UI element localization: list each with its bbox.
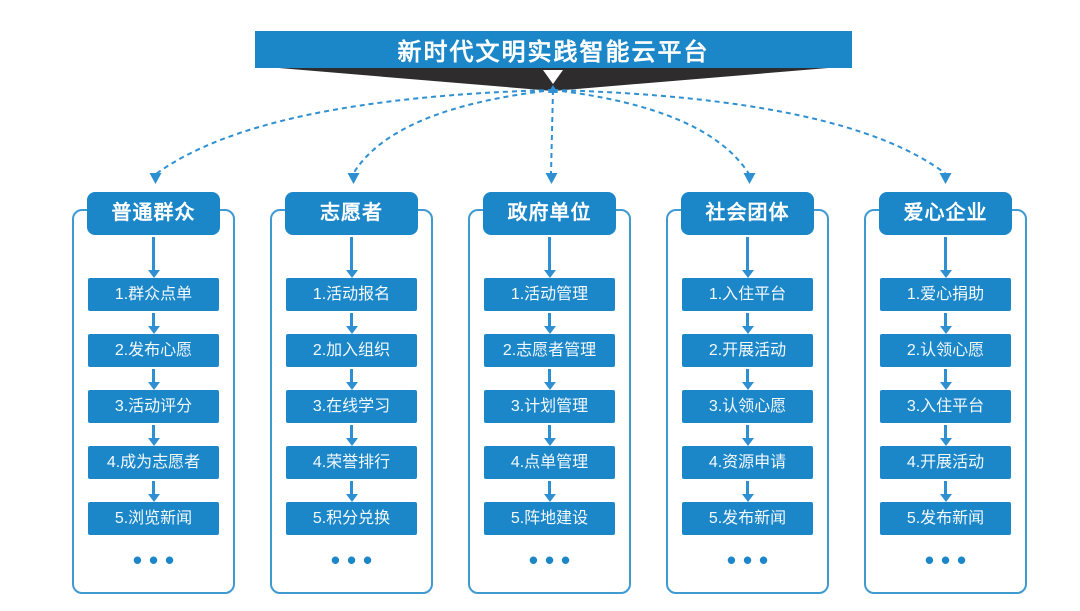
- role-column: 政府单位 1.活动管理 2.志愿者管理 3.计划管理 4.点单管理 5.阵地建设…: [468, 192, 631, 594]
- down-arrow-icon: [741, 311, 754, 334]
- down-arrow-icon: [345, 235, 358, 278]
- step-box-4: 4.资源申请: [682, 446, 813, 479]
- step-box-1: 1.爱心捐助: [880, 278, 1011, 311]
- step-box-2: 2.志愿者管理: [484, 334, 615, 367]
- down-arrow-icon: [543, 235, 556, 278]
- down-arrow-icon: [345, 311, 358, 334]
- more-steps-ellipsis: •••: [330, 545, 380, 575]
- platform-title-banner: 新时代文明实践智能云平台: [255, 31, 852, 68]
- down-arrow-icon: [543, 479, 556, 502]
- down-arrow-icon: [345, 479, 358, 502]
- more-steps-ellipsis: •••: [924, 545, 974, 575]
- step-box-3: 3.计划管理: [484, 390, 615, 423]
- down-arrow-icon: [543, 367, 556, 390]
- role-column: 普通群众 1.群众点单 2.发布心愿 3.活动评分 4.成为志愿者 5.浏览新闻…: [72, 192, 235, 594]
- role-header: 志愿者: [285, 192, 418, 235]
- role-column: 爱心企业 1.爱心捐助 2.认领心愿 3.入住平台 4.开展活动 5.发布新闻 …: [864, 192, 1027, 594]
- step-box-3: 3.活动评分: [88, 390, 219, 423]
- role-header: 政府单位: [483, 192, 616, 235]
- step-box-2: 2.加入组织: [286, 334, 417, 367]
- down-arrow-icon: [939, 235, 952, 278]
- step-box-4: 4.成为志愿者: [88, 446, 219, 479]
- step-box-5: 5.发布新闻: [682, 502, 813, 535]
- down-arrow-icon: [939, 479, 952, 502]
- down-arrow-icon: [543, 311, 556, 334]
- down-arrow-icon: [939, 367, 952, 390]
- step-box-2: 2.认领心愿: [880, 334, 1011, 367]
- step-box-5: 5.积分兑换: [286, 502, 417, 535]
- step-box-4: 4.荣誉排行: [286, 446, 417, 479]
- role-header: 普通群众: [87, 192, 220, 235]
- step-box-5: 5.浏览新闻: [88, 502, 219, 535]
- down-arrow-icon: [345, 423, 358, 446]
- step-box-3: 3.认领心愿: [682, 390, 813, 423]
- role-column: 志愿者 1.活动报名 2.加入组织 3.在线学习 4.荣誉排行 5.积分兑换 •…: [270, 192, 433, 594]
- down-arrow-icon: [741, 367, 754, 390]
- step-box-3: 3.入住平台: [880, 390, 1011, 423]
- step-box-2: 2.开展活动: [682, 334, 813, 367]
- down-arrow-icon: [147, 367, 160, 390]
- more-steps-ellipsis: •••: [726, 545, 776, 575]
- down-arrow-icon: [741, 423, 754, 446]
- down-arrow-icon: [741, 479, 754, 502]
- role-header: 爱心企业: [879, 192, 1012, 235]
- step-box-3: 3.在线学习: [286, 390, 417, 423]
- step-box-4: 4.开展活动: [880, 446, 1011, 479]
- more-steps-ellipsis: •••: [132, 545, 182, 575]
- step-box-1: 1.活动报名: [286, 278, 417, 311]
- down-arrow-icon: [741, 235, 754, 278]
- down-arrow-icon: [939, 423, 952, 446]
- down-arrow-icon: [147, 479, 160, 502]
- down-arrow-icon: [147, 235, 160, 278]
- role-column: 社会团体 1.入住平台 2.开展活动 3.认领心愿 4.资源申请 5.发布新闻 …: [666, 192, 829, 594]
- down-arrow-icon: [147, 423, 160, 446]
- platform-title: 新时代文明实践智能云平台: [397, 39, 710, 66]
- step-box-5: 5.发布新闻: [880, 502, 1011, 535]
- step-box-1: 1.群众点单: [88, 278, 219, 311]
- down-arrow-icon: [543, 423, 556, 446]
- role-header: 社会团体: [681, 192, 814, 235]
- step-box-1: 1.活动管理: [484, 278, 615, 311]
- down-arrow-icon: [939, 311, 952, 334]
- step-box-4: 4.点单管理: [484, 446, 615, 479]
- down-arrow-icon: [147, 311, 160, 334]
- step-box-5: 5.阵地建设: [484, 502, 615, 535]
- more-steps-ellipsis: •••: [528, 545, 578, 575]
- down-arrow-icon: [345, 367, 358, 390]
- step-box-2: 2.发布心愿: [88, 334, 219, 367]
- step-box-1: 1.入住平台: [682, 278, 813, 311]
